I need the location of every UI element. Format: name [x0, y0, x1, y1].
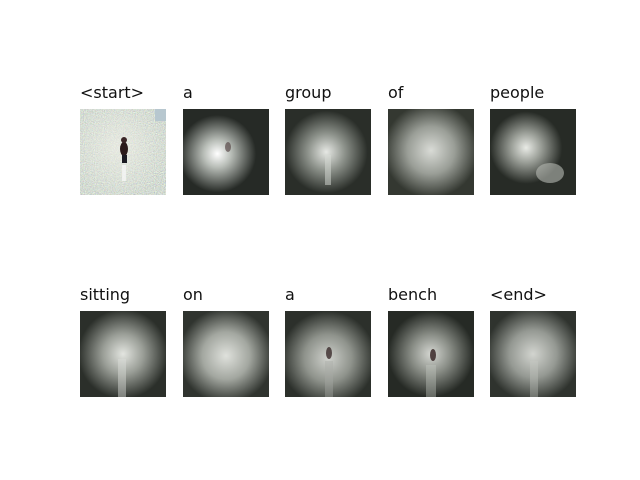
attention-map [183, 311, 269, 397]
attention-map [388, 109, 474, 195]
token-label: bench [388, 284, 442, 306]
attention-map [183, 109, 269, 195]
attention-map [490, 311, 576, 397]
token-label: of [388, 82, 408, 104]
token-label: a [183, 82, 197, 104]
token-label: <end> [490, 284, 551, 306]
token-label: sitting [80, 284, 135, 306]
token-label: on [183, 284, 207, 306]
token-label: people [490, 82, 549, 104]
attention-map [388, 311, 474, 397]
token-label: <start> [80, 82, 149, 104]
input-image [80, 109, 166, 195]
token-label: group [285, 82, 336, 104]
attention-map [490, 109, 576, 195]
attention-map [285, 311, 371, 397]
token-label: a [285, 284, 299, 306]
attention-map [285, 109, 371, 195]
attention-map [80, 311, 166, 397]
